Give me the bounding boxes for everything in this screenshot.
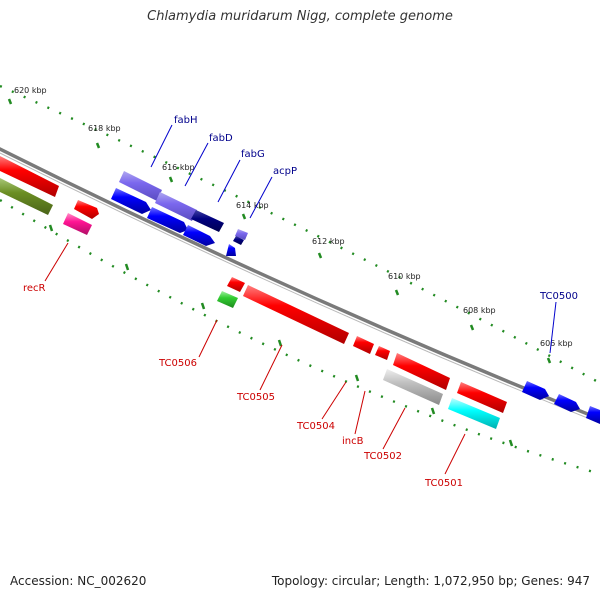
- gene-blue-1[interactable]: [111, 188, 151, 214]
- label-fabH: fabH: [174, 115, 198, 126]
- inner-scale-ring: [0, 198, 600, 476]
- map-title: Chlamydia muridarum Nigg, complete genom…: [147, 9, 453, 24]
- reverse-features: [217, 277, 507, 429]
- gene-blue-2[interactable]: [147, 207, 188, 233]
- gene-red-left[interactable]: [0, 156, 59, 197]
- gene-TC0505[interactable]: [243, 285, 349, 344]
- topology-label: Topology: circular; Length: 1,072,950 bp…: [271, 574, 590, 588]
- label-TC0501: TC0501: [424, 478, 463, 489]
- inner-major-ticks: [48, 224, 514, 447]
- gene-TC0502-red[interactable]: [393, 353, 450, 390]
- gene-TC0502[interactable]: [383, 369, 443, 405]
- gene-incB[interactable]: [375, 346, 390, 360]
- gene-red-r[interactable]: [457, 382, 507, 413]
- label-TC0502: TC0502: [363, 451, 402, 462]
- label-TC0504: TC0504: [296, 421, 335, 432]
- scale-label-618: 618 kbp: [88, 124, 121, 133]
- label-fabG: fabG: [241, 149, 265, 160]
- gene-fabG[interactable]: [191, 210, 224, 232]
- scale-label-620: 620 kbp: [14, 86, 47, 95]
- label-leaders: [44, 124, 557, 475]
- gene-blue-small[interactable]: [226, 244, 236, 256]
- forward-features: [0, 156, 600, 424]
- label-acpP: acpP: [273, 166, 297, 177]
- label-recR: recR: [23, 283, 46, 294]
- label-TC0505: TC0505: [236, 392, 275, 403]
- scale-label-616: 616 kbp: [162, 163, 195, 172]
- gene-TC0501[interactable]: [448, 398, 500, 429]
- label-TC0500: TC0500: [539, 291, 578, 302]
- accession-label: Accession: NC_002620: [10, 574, 147, 588]
- gene-blue-3[interactable]: [183, 225, 215, 246]
- label-fabD: fabD: [209, 133, 233, 144]
- gene-red-small[interactable]: [227, 277, 245, 292]
- outer-scale-ring: [0, 84, 600, 385]
- gene-blue-r3[interactable]: [586, 406, 600, 424]
- gene-navy-small[interactable]: [233, 236, 244, 245]
- genome-backbone: [0, 147, 600, 424]
- gene-olive-left[interactable]: [0, 178, 53, 215]
- gene-red-small-left[interactable]: [74, 200, 99, 219]
- label-TC0506: TC0506: [158, 358, 197, 369]
- gene-TC0500[interactable]: [554, 394, 580, 412]
- gene-TC0504[interactable]: [353, 336, 374, 354]
- gene-blue-r1[interactable]: [522, 381, 549, 400]
- gene-recR[interactable]: [63, 213, 92, 235]
- gene-fabD[interactable]: [155, 192, 197, 221]
- gene-TC0506[interactable]: [217, 291, 238, 308]
- scale-label-606: 606 kbp: [540, 339, 573, 348]
- gene-fabH[interactable]: [119, 171, 162, 201]
- scale-label-614: 614 kbp: [236, 201, 269, 210]
- scale-label-612: 612 kbp: [312, 237, 345, 246]
- scale-major-ticks: [7, 98, 552, 364]
- label-incB: incB: [342, 436, 364, 447]
- scale-label-608: 608 kbp: [463, 306, 496, 315]
- scale-label-610: 610 kbp: [388, 272, 421, 281]
